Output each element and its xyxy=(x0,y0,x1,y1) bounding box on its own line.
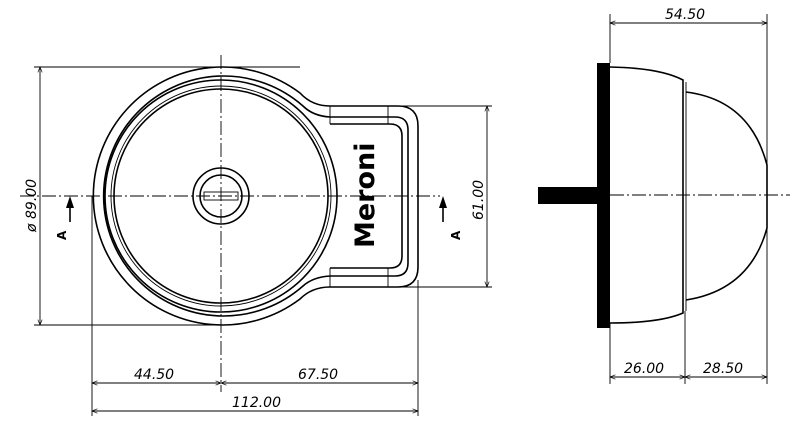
dimension-body-depth: 26.00 xyxy=(624,361,664,377)
brand-logo: Meroni xyxy=(350,142,381,248)
svg-text:A: A xyxy=(449,230,463,240)
svg-text:A: A xyxy=(55,230,69,240)
side-view: 54.50 26.00 28.50 xyxy=(538,7,790,384)
dimension-left-offset: 44.50 xyxy=(134,367,174,383)
dimension-dome-depth: 28.50 xyxy=(703,361,743,377)
section-marker-left: A xyxy=(55,196,74,240)
dimension-tab-height: 61.00 xyxy=(471,180,487,220)
section-marker-right: A xyxy=(439,196,463,240)
dimension-total-width: 112.00 xyxy=(232,395,281,411)
front-view: Meroni ø 89.00 61.00 44.50 67.50 112.00 … xyxy=(20,55,492,416)
dome-profile xyxy=(685,91,768,301)
dimension-right-offset: 67.50 xyxy=(298,367,338,383)
cable xyxy=(538,187,598,204)
dimension-total-depth: 54.50 xyxy=(665,7,705,23)
mounting-flange xyxy=(597,63,610,328)
housing-inner-outline xyxy=(102,75,409,317)
dimension-diameter: ø 89.00 xyxy=(24,179,40,233)
body-profile xyxy=(609,66,684,324)
